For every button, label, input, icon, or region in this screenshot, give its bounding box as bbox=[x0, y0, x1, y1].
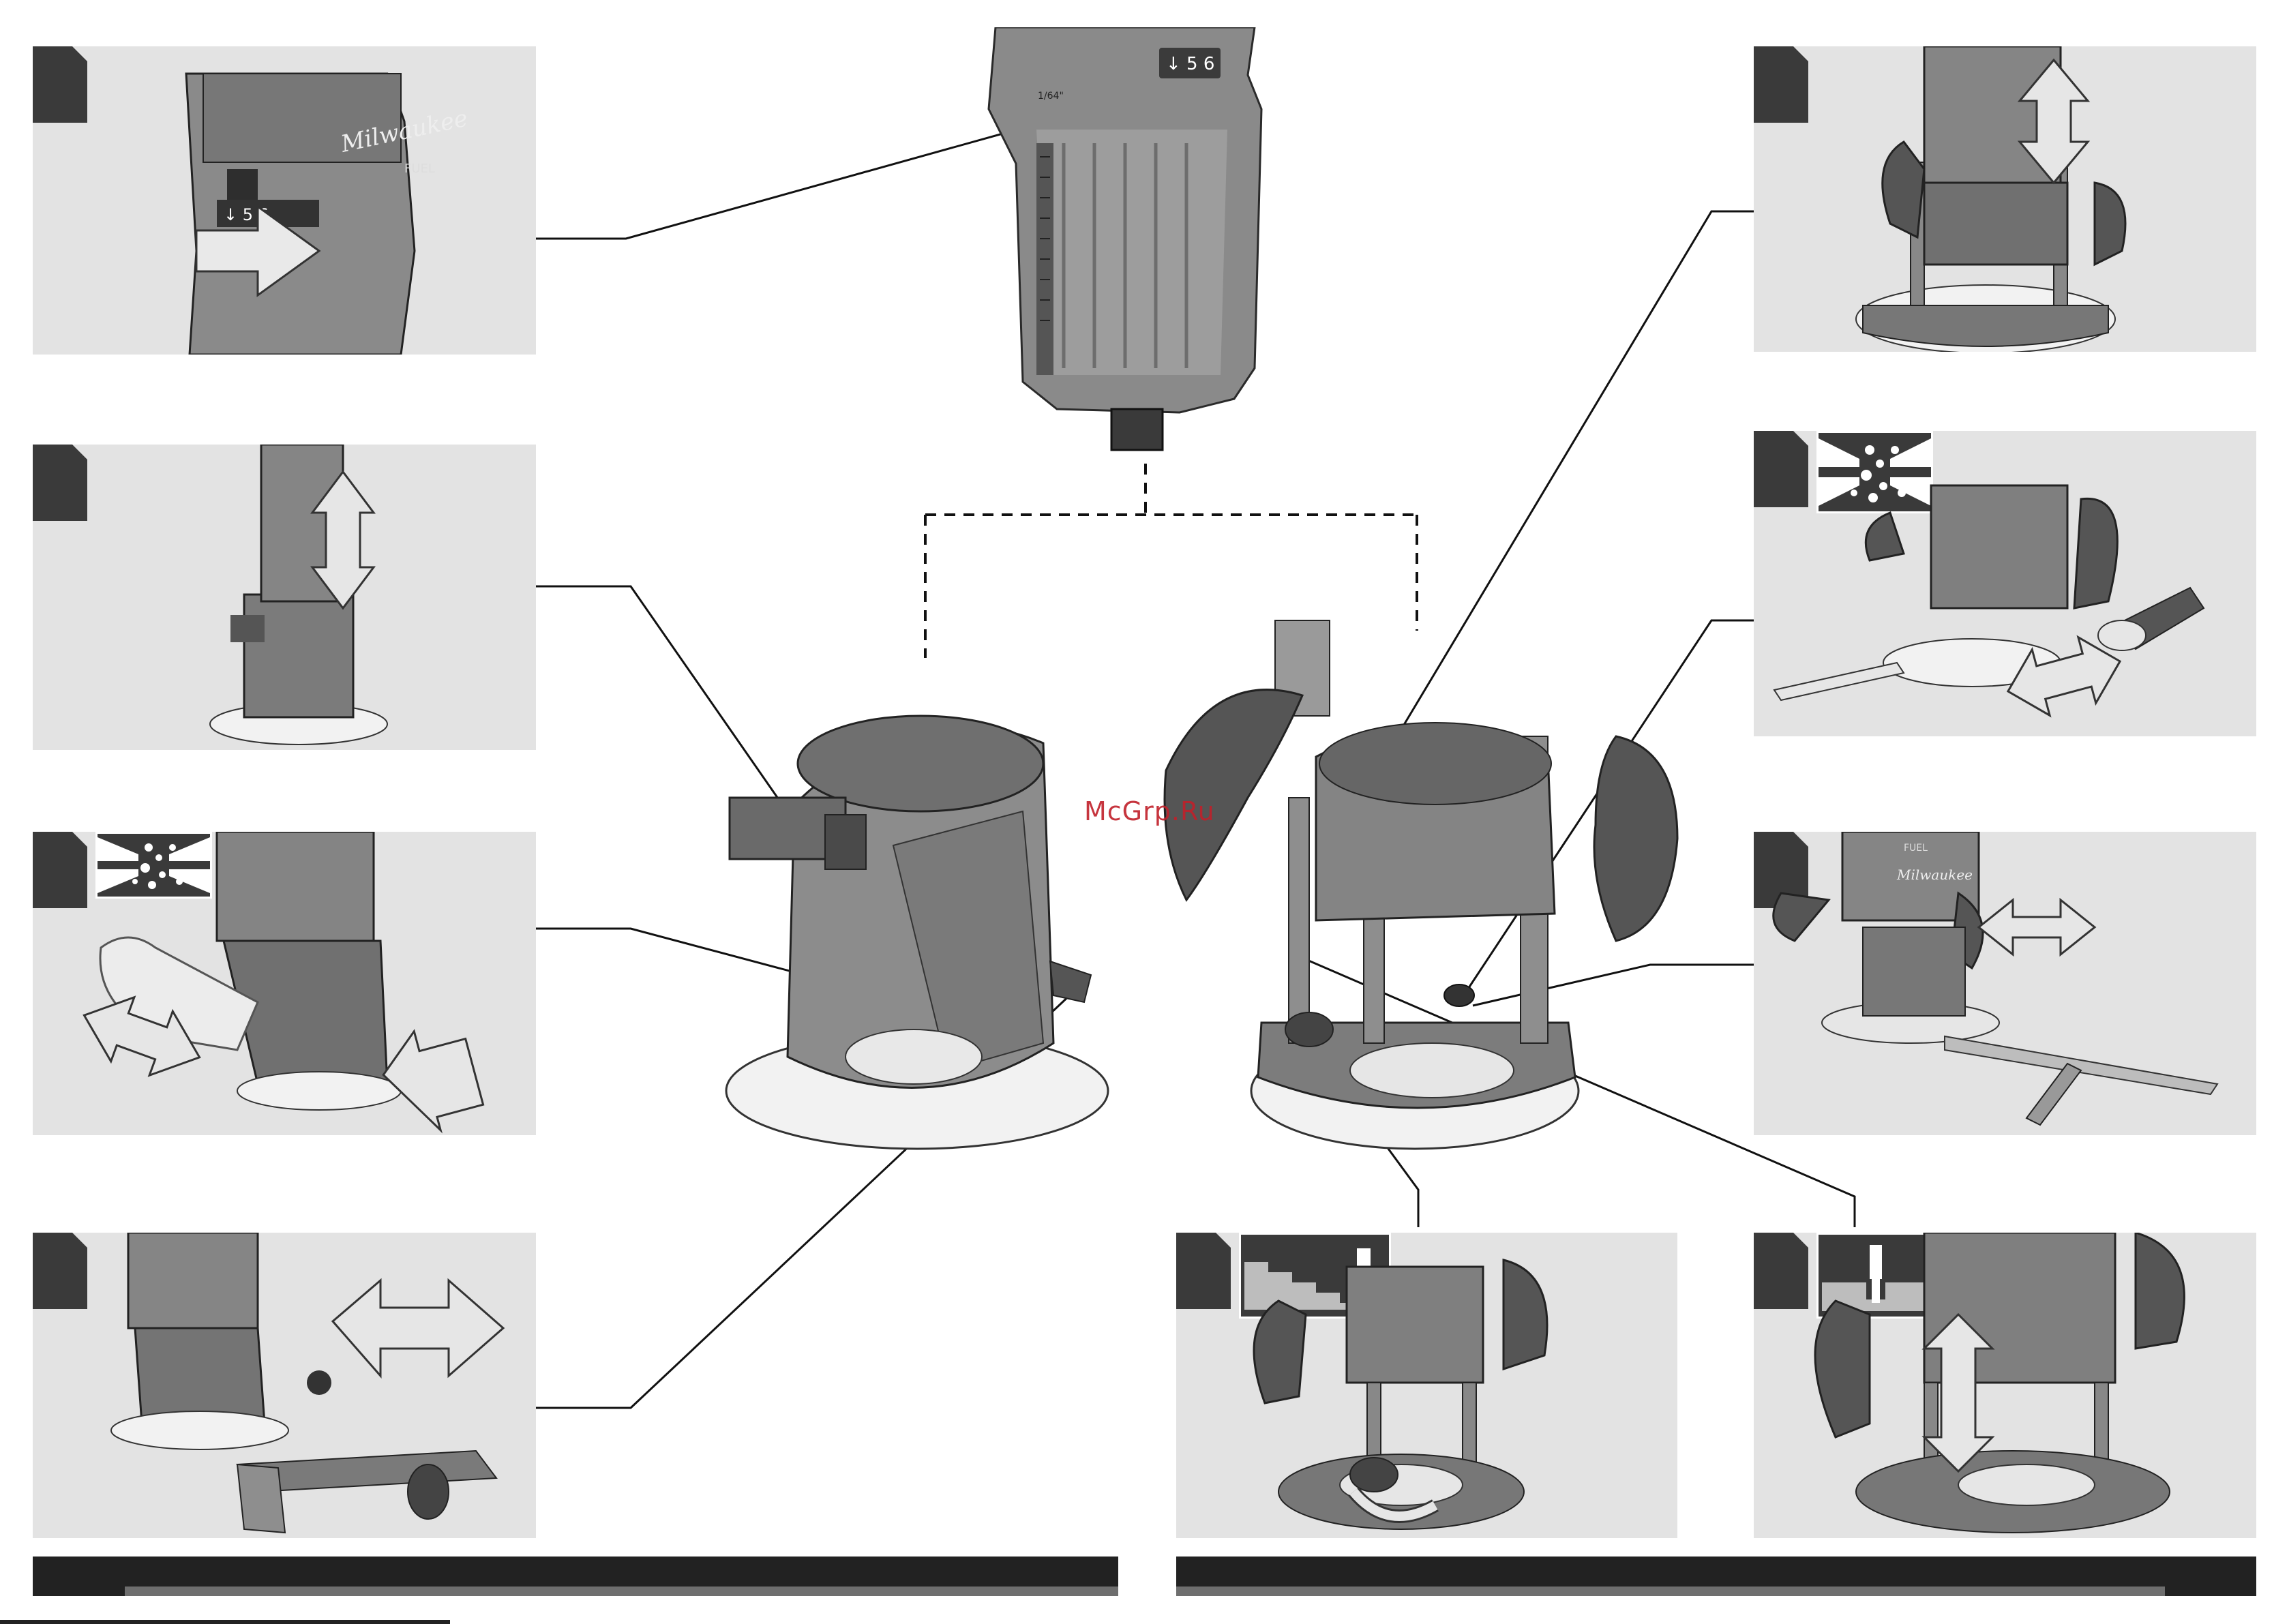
series-label: FUEL bbox=[404, 162, 435, 176]
motor-into-base-illustration bbox=[33, 445, 536, 750]
plunge-base-illustration bbox=[1146, 600, 1725, 1159]
footer-bar-right bbox=[1176, 1557, 2256, 1596]
motor-speed-dial: ↓ 5 6 bbox=[1166, 54, 1214, 74]
panel-right-1 bbox=[1754, 46, 2256, 352]
plunge-depth-illustration bbox=[1754, 46, 2256, 352]
panel-right-2 bbox=[1754, 431, 2256, 736]
panel-right-3: Milwaukee FUEL bbox=[1754, 832, 2256, 1135]
panel-bottom-1 bbox=[1176, 1233, 1677, 1538]
plunge-edge-guide-illustration: Milwaukee FUEL bbox=[1754, 832, 2256, 1135]
motor-depth-scale: 1/64" bbox=[1038, 91, 1064, 102]
plunge-dust-illustration bbox=[1754, 431, 2256, 736]
depth-turret-illustration bbox=[1176, 1233, 1677, 1538]
dust-adapter-illustration bbox=[33, 832, 536, 1135]
panel-left-4 bbox=[33, 1233, 536, 1538]
watermark: McGrp.Ru bbox=[1084, 796, 1215, 826]
panel-left-3 bbox=[33, 832, 536, 1135]
series-label: FUEL bbox=[1904, 843, 1928, 854]
panel-left-1: Milwaukee FUEL ↓ 5 6 bbox=[33, 46, 536, 355]
router-motor-illustration: ↓ 5 6 1/64" bbox=[975, 27, 1268, 464]
panel-left-2 bbox=[33, 445, 536, 750]
panel-bottom-2 bbox=[1754, 1233, 2256, 1538]
plunge-lock-illustration bbox=[1754, 1233, 2256, 1538]
footer-rule bbox=[0, 1620, 450, 1624]
fixed-base-illustration bbox=[723, 689, 1111, 1159]
footer-bar-left bbox=[33, 1557, 1118, 1596]
brand-logo: Milwaukee bbox=[1896, 867, 1973, 883]
trimmer-motor-illustration: Milwaukee FUEL ↓ 5 6 bbox=[33, 46, 536, 355]
edge-guide-illustration bbox=[33, 1233, 536, 1538]
